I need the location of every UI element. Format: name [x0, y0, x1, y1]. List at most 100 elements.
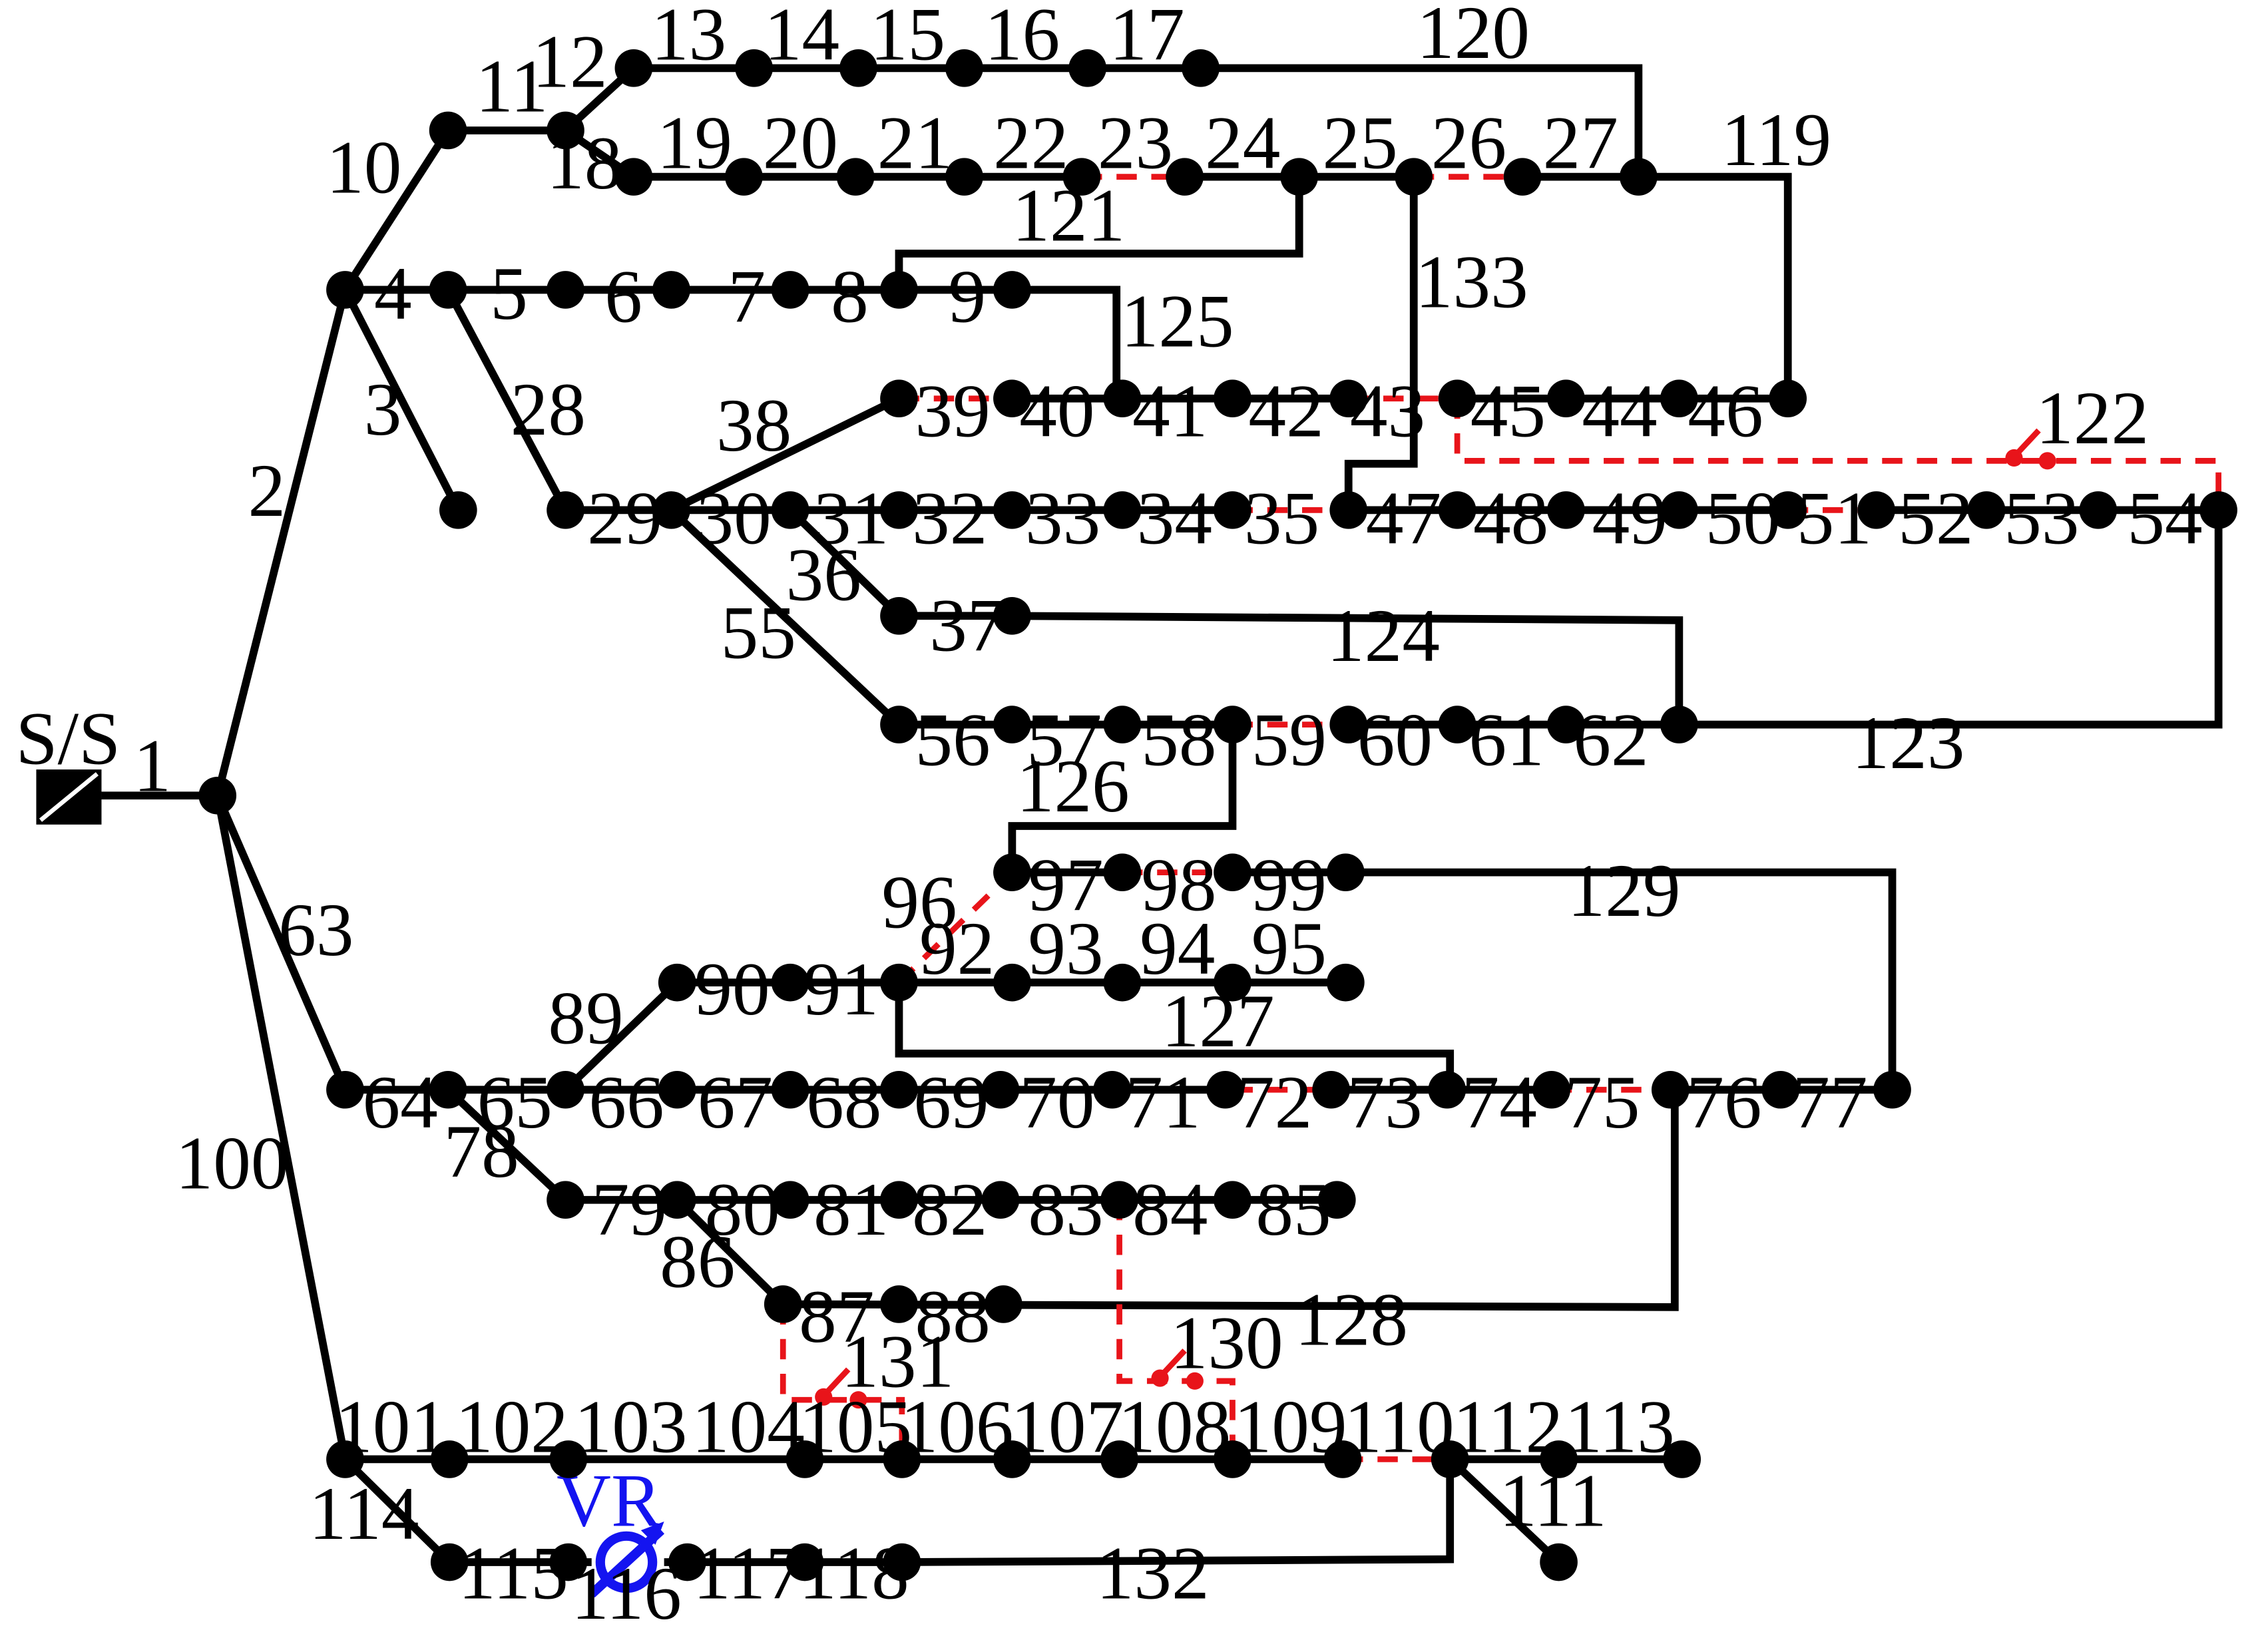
- bus-node: [1438, 491, 1476, 529]
- bus-node: [786, 1543, 824, 1581]
- bus-node: [1100, 1440, 1138, 1478]
- bus-node: [771, 963, 809, 1002]
- branch-label: 39: [915, 369, 990, 453]
- branch-label: 33: [1025, 477, 1100, 560]
- bus-node: [1540, 1440, 1578, 1478]
- branch-label: 130: [1170, 1301, 1283, 1384]
- branch-label: 1: [133, 725, 171, 808]
- bus-node: [993, 963, 1031, 1002]
- branch-label: 111: [1499, 1460, 1606, 1543]
- bus-node: [1214, 1181, 1251, 1219]
- branch-label: 72: [1237, 1061, 1312, 1144]
- branch-label: 108: [1118, 1386, 1231, 1469]
- branch-label: 7: [728, 255, 766, 338]
- branch-label: 78: [444, 1110, 519, 1193]
- bus-node: [1103, 491, 1142, 529]
- branch-label: 89: [548, 977, 623, 1060]
- branch-label: 16: [985, 0, 1060, 76]
- bus-node: [880, 597, 918, 635]
- branch-label: 122: [2036, 377, 2149, 460]
- branch-label: 59: [1251, 699, 1327, 782]
- bus-node: [771, 271, 809, 309]
- branch-label: 119: [1721, 99, 1831, 182]
- bus-node: [430, 1440, 469, 1478]
- branch-label: 64: [363, 1061, 438, 1144]
- branch-label: 62: [1573, 699, 1648, 782]
- branch-label: 123: [1852, 702, 1965, 785]
- bus-node: [652, 271, 690, 309]
- bus-node: [1438, 379, 1476, 418]
- branch-label: 70: [1019, 1061, 1094, 1144]
- branch-label: 125: [1121, 280, 1234, 363]
- bus-node: [880, 1181, 918, 1219]
- branch-label: 34: [1137, 477, 1212, 560]
- bus-node: [945, 49, 983, 87]
- bus-node: [429, 111, 467, 150]
- branch-label: 97: [1028, 843, 1103, 927]
- branch-label: 69: [913, 1061, 989, 1144]
- bus-node: [1323, 1440, 1362, 1478]
- branch-label: 21: [877, 102, 953, 185]
- branch-label: 56: [915, 699, 990, 782]
- bus-node: [1503, 158, 1542, 196]
- branch-label: 112: [1453, 1386, 1563, 1469]
- branch-label: 24: [1205, 102, 1280, 185]
- bus-node: [1214, 963, 1251, 1002]
- bus-node: [1182, 49, 1220, 87]
- branch-label: 42: [1248, 369, 1323, 453]
- bus-node: [981, 1181, 1020, 1219]
- branch-label: 9: [949, 255, 987, 338]
- branch-label: 75: [1564, 1061, 1640, 1144]
- bus-node: [1317, 1181, 1356, 1219]
- branch-label: 54: [2127, 477, 2202, 560]
- branch-label: 99: [1251, 843, 1327, 927]
- branch-label: 28: [511, 368, 586, 451]
- branch-label: 52: [1898, 477, 1973, 560]
- bus-node: [1214, 379, 1251, 418]
- branch-label: 129: [1568, 849, 1681, 932]
- branch-label: 29: [587, 477, 662, 560]
- bus-node: [880, 1285, 918, 1323]
- branch-label: 131: [841, 1321, 954, 1404]
- bus-node: [1660, 706, 1698, 743]
- bus-node: [1093, 1070, 1131, 1109]
- branch-label: 90: [694, 948, 770, 1031]
- bus-node: [1967, 491, 2006, 529]
- bus-node: [1214, 491, 1251, 529]
- bus-node: [771, 1181, 809, 1219]
- branch-label: 71: [1125, 1061, 1200, 1144]
- bus-node: [1651, 1070, 1690, 1109]
- bus-node: [993, 491, 1031, 529]
- branch-label: 104: [692, 1386, 805, 1469]
- bus-node: [1660, 379, 1698, 418]
- branch-label: 19: [657, 102, 732, 185]
- branch-label: 87: [799, 1275, 874, 1358]
- branch-label: 14: [764, 0, 839, 76]
- branch-label: 31: [813, 477, 889, 560]
- branch-label: 113: [1564, 1386, 1675, 1469]
- bus-node: [326, 271, 364, 309]
- bus-node: [1103, 853, 1142, 891]
- bus-nodes: [198, 49, 2237, 1581]
- branch-label: 116: [571, 1552, 682, 1635]
- bus-node: [1103, 706, 1142, 743]
- branch-label: 117: [693, 1532, 803, 1615]
- bus-node: [786, 1440, 824, 1478]
- branch-label: 103: [574, 1386, 688, 1469]
- bus-node: [1395, 158, 1433, 196]
- branch-label: 92: [919, 907, 995, 990]
- bus-node: [880, 491, 918, 529]
- branch-label: 4: [374, 252, 412, 335]
- bus-node: [547, 111, 584, 150]
- bus-node: [1062, 158, 1101, 196]
- bus-node: [614, 49, 653, 87]
- bus-node: [993, 271, 1031, 309]
- bus-node: [652, 491, 690, 529]
- bus-node: [1769, 379, 1807, 418]
- bus-node: [326, 1440, 364, 1478]
- bus-node: [880, 271, 918, 309]
- branch-label: 12: [532, 21, 607, 104]
- branch-label: 109: [1234, 1386, 1347, 1469]
- substation-symbol: S/S: [16, 697, 120, 825]
